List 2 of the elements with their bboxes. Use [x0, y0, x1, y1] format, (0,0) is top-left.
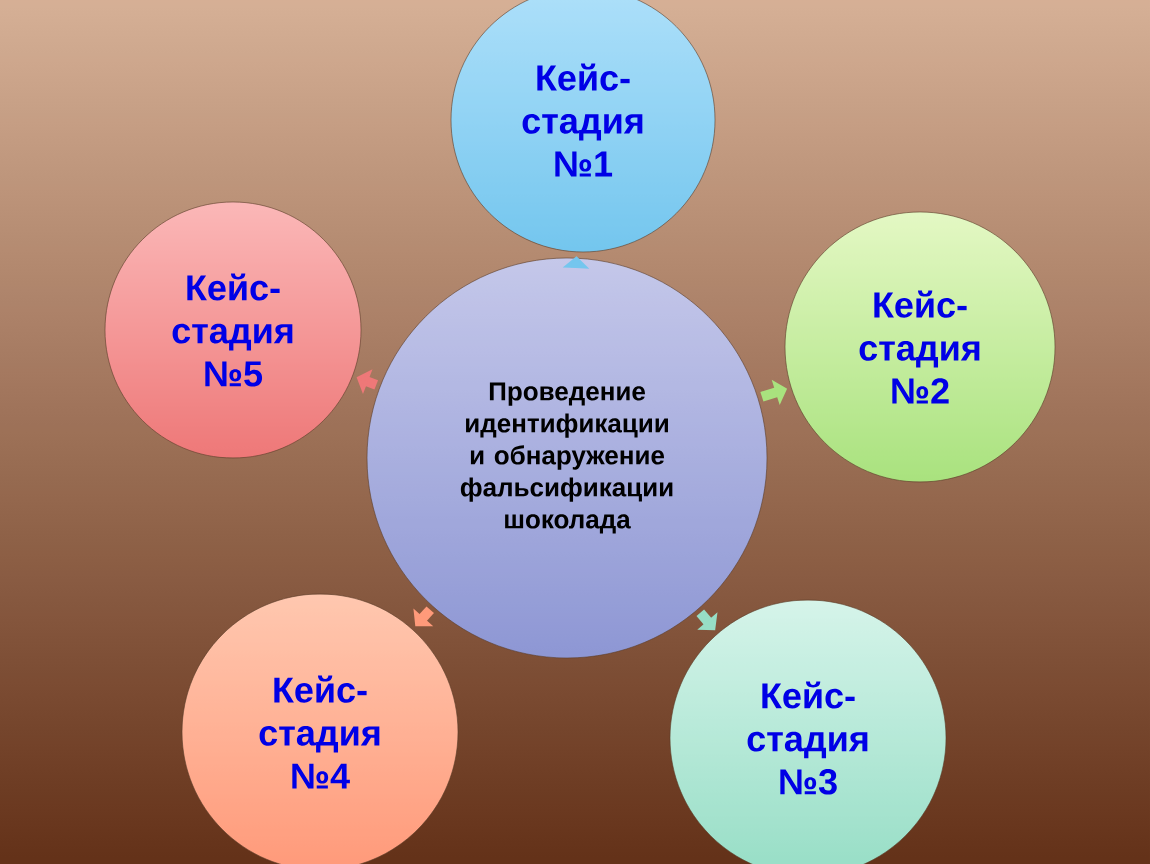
arrow: [413, 606, 434, 627]
arrow: [696, 609, 718, 631]
